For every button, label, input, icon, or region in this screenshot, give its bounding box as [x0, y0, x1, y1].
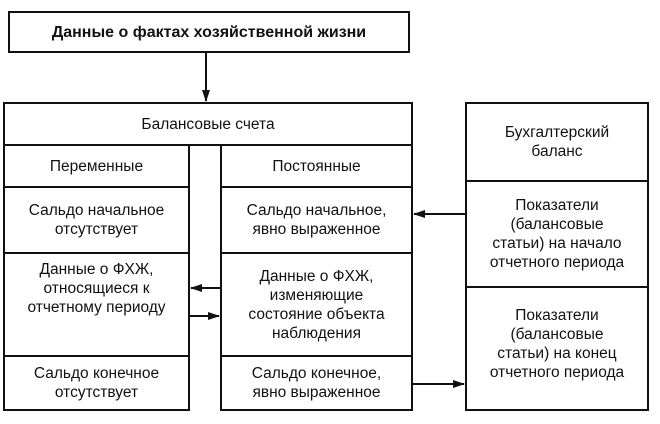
balance-opening-indicators: Показатели (балансовые статьи) на начало… — [465, 180, 649, 288]
variable-period-data: Данные о ФХЖ, относящиеся к отчетному пе… — [3, 252, 190, 357]
permanent-period-data: Данные о ФХЖ, изменяющие состояние объек… — [220, 252, 413, 357]
permanent-header: Постоянные — [220, 144, 413, 188]
fhzh-data-box: Данные о фактах хозяйственной жизни — [8, 11, 410, 53]
variable-closing-balance: Сальдо конечное отсутствует — [3, 355, 190, 411]
balance-closing-indicators: Показатели (балансовые статьи) на конец … — [465, 286, 649, 411]
balance-sheet-header: Бухгалтерский баланс — [465, 102, 649, 182]
balance-accounts-header: Балансовые счета — [3, 102, 413, 146]
permanent-closing-balance: Сальдо конечное, явно выраженное — [220, 355, 413, 411]
permanent-opening-balance: Сальдо начальное, явно выраженное — [220, 186, 413, 254]
